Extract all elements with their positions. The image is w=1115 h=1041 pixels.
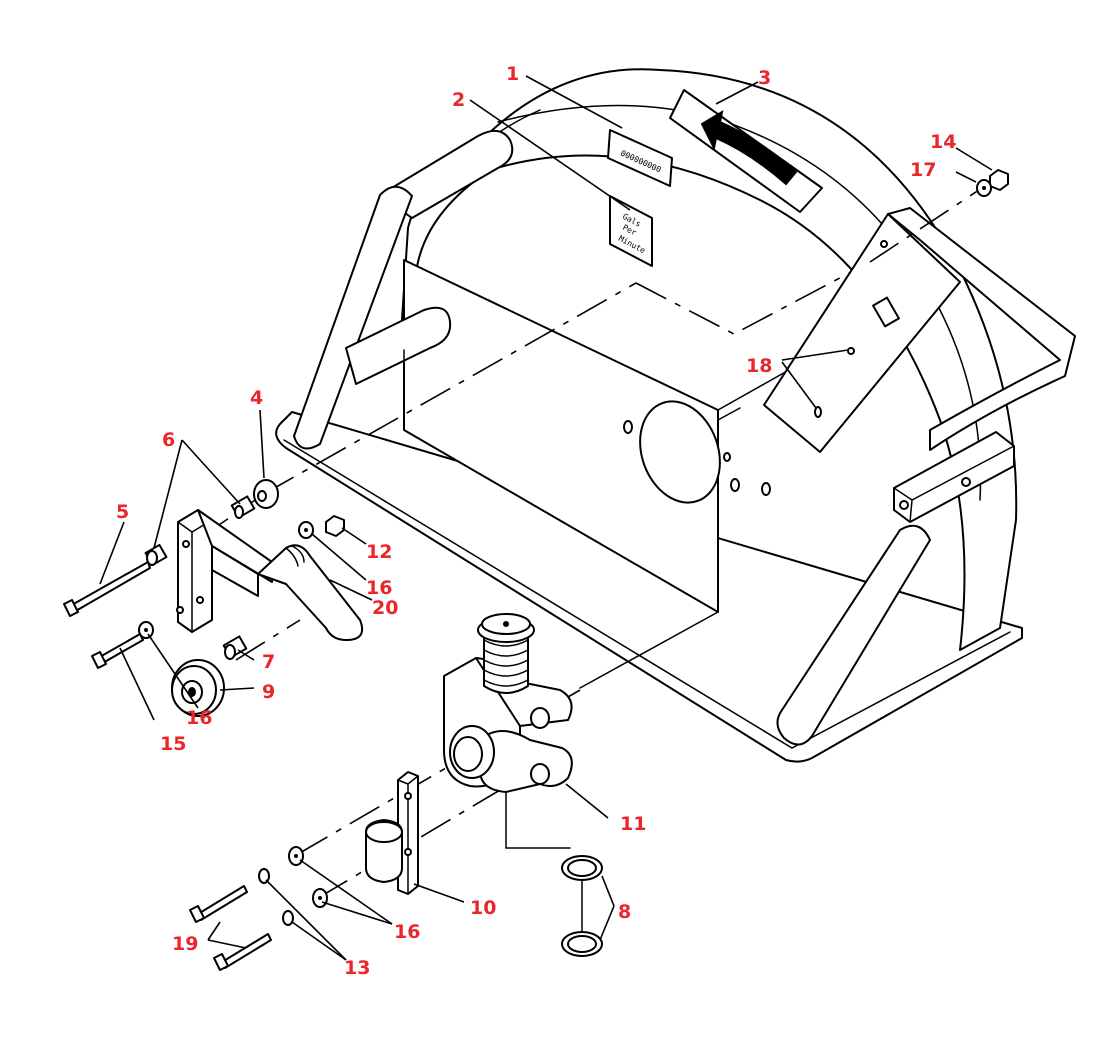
callout-18: 18 — [746, 355, 772, 377]
callout-17: 17 — [910, 159, 936, 181]
handle-left-leg — [293, 185, 413, 450]
gasket-lower — [561, 931, 603, 957]
gasket-upper — [561, 855, 603, 881]
bushing-lower — [144, 543, 168, 567]
callout-5: 5 — [116, 501, 129, 523]
spring-valve — [477, 613, 535, 694]
callout-19: 19 — [172, 933, 198, 955]
rotation-arrow-decal — [669, 89, 823, 213]
rotation-arrow-icon — [700, 109, 798, 186]
roller — [253, 479, 279, 509]
bolt-short — [91, 633, 144, 669]
callout-14: 14 — [930, 131, 956, 153]
callout-13: 13 — [344, 957, 370, 979]
callout-9: 9 — [262, 681, 275, 703]
callout-7: 7 — [262, 651, 275, 673]
leader-lines — [99, 75, 993, 961]
bracket-flange — [887, 207, 1076, 451]
callout-1: 1 — [506, 63, 519, 85]
hanger-strap — [365, 771, 419, 895]
lever-handle — [257, 544, 364, 641]
bolt-19-upper — [189, 885, 248, 923]
callout-3: 3 — [758, 67, 771, 89]
guide-wheel — [171, 659, 225, 717]
callout-16a: 16 — [366, 577, 392, 599]
spacer — [222, 635, 248, 660]
callout-8: 8 — [618, 901, 631, 923]
callout-2: 2 — [452, 89, 465, 111]
handle-crossbar — [345, 306, 452, 385]
handle-upper-bar — [379, 129, 514, 219]
callout-12: 12 — [366, 541, 392, 563]
reel-frame — [275, 68, 1076, 763]
bolt-19-lower — [213, 933, 272, 971]
callout-4: 4 — [250, 387, 263, 409]
washer-16-upper — [288, 846, 304, 866]
washer-upper — [298, 521, 314, 539]
side-bracket — [763, 213, 961, 453]
callout-20: 20 — [372, 597, 398, 619]
callout-15: 15 — [160, 733, 186, 755]
flow-rate-label: Gals Per Minute — [609, 195, 653, 267]
washer-left — [138, 621, 154, 639]
washer-16-lower — [312, 888, 328, 908]
bushing-upper — [230, 495, 256, 519]
nut-14 — [989, 169, 1009, 191]
inlet-opening — [639, 400, 721, 504]
right-side-post — [776, 524, 931, 746]
callout-6: 6 — [162, 429, 175, 451]
lockwasher-13-lower — [282, 910, 294, 926]
hanger-bracket — [176, 509, 273, 633]
washer-17 — [976, 179, 992, 197]
callout-10: 10 — [470, 897, 496, 919]
callout-16b: 16 — [186, 707, 212, 729]
callout-labels: 1 2 3 14 17 18 4 6 5 12 16 20 7 9 16 15 … — [116, 63, 956, 979]
callout-16c: 16 — [394, 921, 420, 943]
bolt-long — [63, 561, 151, 617]
nut-upper — [325, 515, 345, 537]
callout-11: 11 — [620, 813, 646, 835]
